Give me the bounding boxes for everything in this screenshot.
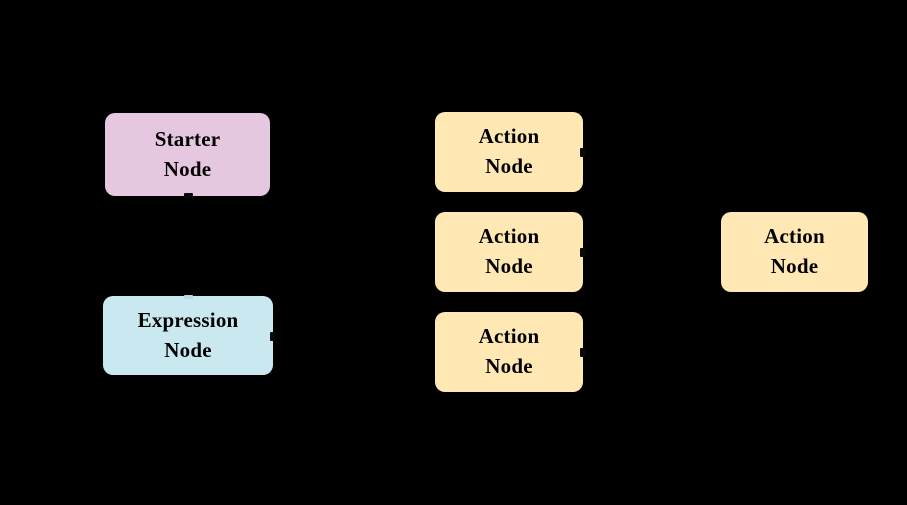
starter-node-label: Starter Node [154, 126, 221, 181]
action-node-1[interactable]: Action Node [435, 112, 585, 192]
expression-node-input-port[interactable] [184, 295, 193, 299]
expression-node-output-port[interactable] [270, 331, 275, 341]
edge-starter-to-expression [187, 196, 189, 296]
action-node-1-label: Action Node [478, 124, 540, 178]
edge-expression-to-action-2 [273, 251, 435, 253]
action-node-2-output-port[interactable] [580, 248, 585, 257]
action-node-2-label: Action Node [478, 224, 540, 278]
expression-node[interactable]: Expression Node [103, 295, 275, 375]
action-node-4[interactable]: Action Node [721, 212, 868, 292]
action-node-4-label: Action Node [764, 224, 825, 278]
action-node-3-label: Action Node [478, 324, 540, 378]
starter-node[interactable]: Starter Node [105, 113, 270, 198]
action-node-1-output-port[interactable] [580, 148, 585, 157]
action-node-3-output-port[interactable] [580, 348, 585, 357]
starter-node-output-port[interactable] [183, 193, 193, 198]
edge-action-2-to-action-4 [583, 251, 721, 253]
edge-expression-to-action-3 [273, 335, 435, 337]
action-node-2[interactable]: Action Node [435, 212, 585, 292]
expression-node-label: Expression Node [137, 307, 239, 362]
edge-expression-to-action-1 [273, 151, 435, 153]
action-node-3[interactable]: Action Node [435, 312, 585, 392]
